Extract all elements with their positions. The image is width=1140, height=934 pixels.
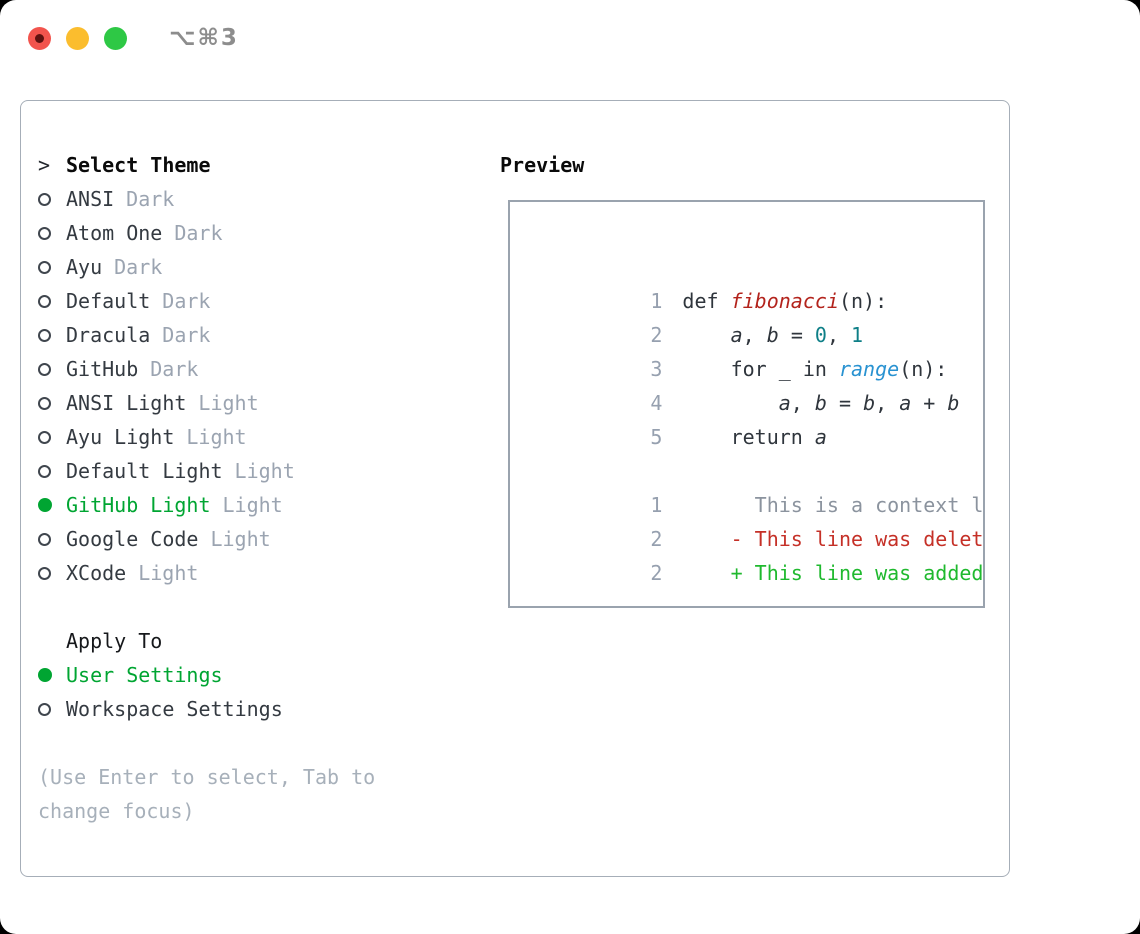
line-number: 1 — [650, 289, 663, 313]
radio-icon — [38, 396, 51, 410]
radio-icon — [38, 566, 51, 580]
radio-icon — [38, 532, 51, 546]
theme-variant-tag: Light — [234, 459, 295, 483]
code-tokens: a, b = b, a + b — [778, 391, 960, 415]
line-number: 5 — [650, 425, 663, 449]
theme-variant-tag: Dark — [174, 221, 223, 245]
code-line: 3 for _ in range(n): — [530, 318, 983, 381]
diff-preview: 1 This is a context line. 2 - This line … — [530, 454, 983, 585]
diff-tokens: + This line was added. — [682, 561, 985, 585]
theme-variant-tag: Light — [198, 391, 259, 415]
code-tokens: a, b = 0, 1 — [730, 323, 864, 347]
theme-variant-tag: Light — [210, 527, 271, 551]
preview-title: Preview — [500, 153, 585, 177]
theme-option-label: Atom One — [66, 221, 163, 245]
theme-option-label: GitHub Light — [66, 493, 211, 517]
diff-line: 2 + This line was added. — [530, 522, 983, 585]
theme-option-label: Google Code — [66, 527, 199, 551]
code-line: 5 return a — [530, 386, 983, 449]
spacer — [38, 590, 375, 624]
theme-option[interactable]: Default Dark — [38, 284, 375, 318]
apply-to-option-label: Workspace Settings — [66, 697, 283, 721]
theme-option[interactable]: ANSI Dark — [38, 182, 375, 216]
help-text-line-2: change focus) — [38, 799, 195, 823]
line-number: 1 — [650, 493, 663, 517]
theme-option[interactable]: Atom One Dark — [38, 216, 375, 250]
code-tokens: def fibonacci(n): — [682, 289, 888, 313]
theme-option[interactable]: ANSI Light Light — [38, 386, 375, 420]
code-tokens: for _ in range(n): — [682, 357, 948, 381]
theme-option-label: Default — [66, 289, 151, 313]
theme-variant-tag: Light — [222, 493, 283, 517]
diff-tokens: This is a context line. — [754, 493, 984, 517]
radio-icon — [38, 464, 51, 478]
zoom-button[interactable] — [104, 26, 127, 50]
diff-line: 1 This is a context line. — [530, 454, 983, 517]
theme-variant-tag: Dark — [162, 289, 211, 313]
diff-tokens: - This line was deleted. — [730, 527, 984, 551]
theme-option-label: Default Light — [66, 459, 223, 483]
radio-icon — [38, 430, 51, 444]
theme-variant-tag: Dark — [126, 187, 175, 211]
spacer — [38, 726, 375, 760]
theme-option[interactable]: Ayu Dark — [38, 250, 375, 284]
theme-variant-tag: Light — [186, 425, 247, 449]
theme-variant-tag: Dark — [150, 357, 199, 381]
theme-option[interactable]: Ayu Light Light — [38, 420, 375, 454]
theme-option[interactable]: GitHub Light Light — [38, 488, 375, 522]
theme-variant-tag: Light — [138, 561, 199, 585]
apply-to-option[interactable]: Workspace Settings — [38, 692, 375, 726]
window-title: ⌥⌘3 — [169, 25, 239, 51]
help-text-line-1: (Use Enter to select, Tab to — [38, 765, 376, 789]
code-tokens: return a — [682, 425, 827, 449]
theme-option-label: Ayu Light — [66, 425, 175, 449]
theme-option-label: ANSI Light — [66, 391, 187, 415]
theme-option-label: XCode — [66, 561, 127, 585]
apply-to-list: User Settings Workspace Settings — [38, 658, 375, 726]
line-number: 2 — [650, 527, 663, 551]
theme-option[interactable]: XCode Light — [38, 556, 375, 590]
code-line: 1 def fibonacci(n): — [530, 250, 983, 313]
line-number: 4 — [650, 391, 663, 415]
preview-box: 1 def fibonacci(n): 2 a, b = 0, 1 3 for _… — [508, 200, 985, 608]
diff-line: 2 - This line was deleted. — [530, 488, 983, 551]
code-line: 2 a, b = 0, 1 — [530, 284, 983, 347]
apply-to-title: Apply To — [66, 629, 163, 653]
cursor-indicator: > — [38, 153, 51, 177]
theme-option[interactable]: Google Code Light — [38, 522, 375, 556]
minimize-button[interactable] — [66, 26, 89, 50]
theme-option[interactable]: GitHub Dark — [38, 352, 375, 386]
title-bar: ⌥⌘3 — [28, 25, 239, 51]
radio-icon — [38, 328, 51, 342]
radio-icon — [38, 192, 51, 206]
radio-icon — [38, 362, 51, 376]
line-number: 3 — [650, 357, 663, 381]
radio-icon — [38, 260, 51, 274]
theme-variant-tag: Dark — [114, 255, 163, 279]
code-line: 4 a, b = b, a + b — [530, 352, 983, 415]
apply-to-option[interactable]: User Settings — [38, 658, 375, 692]
theme-option-label: GitHub — [66, 357, 139, 381]
theme-variant-tag: Dark — [162, 323, 211, 347]
radio-icon — [38, 226, 51, 240]
line-number: 2 — [650, 561, 663, 585]
theme-list-header-row: > Select Theme — [38, 148, 375, 182]
apply-to-option-label: User Settings — [66, 663, 223, 687]
theme-list-title: Select Theme — [66, 153, 211, 177]
radio-icon — [38, 702, 51, 716]
code-preview: 1 def fibonacci(n): 2 a, b = 0, 1 3 for _… — [530, 250, 983, 449]
apply-to-header-row: Apply To — [38, 624, 375, 658]
radio-icon — [38, 668, 52, 682]
theme-option-label: ANSI — [66, 187, 115, 211]
close-button[interactable] — [28, 26, 51, 50]
theme-option-label: Dracula — [66, 323, 151, 347]
radio-icon — [38, 294, 51, 308]
line-number: 2 — [650, 323, 663, 347]
theme-option[interactable]: Dracula Dark — [38, 318, 375, 352]
theme-option[interactable]: Default Light Light — [38, 454, 375, 488]
radio-icon — [38, 498, 52, 512]
theme-option-label: Ayu — [66, 255, 103, 279]
